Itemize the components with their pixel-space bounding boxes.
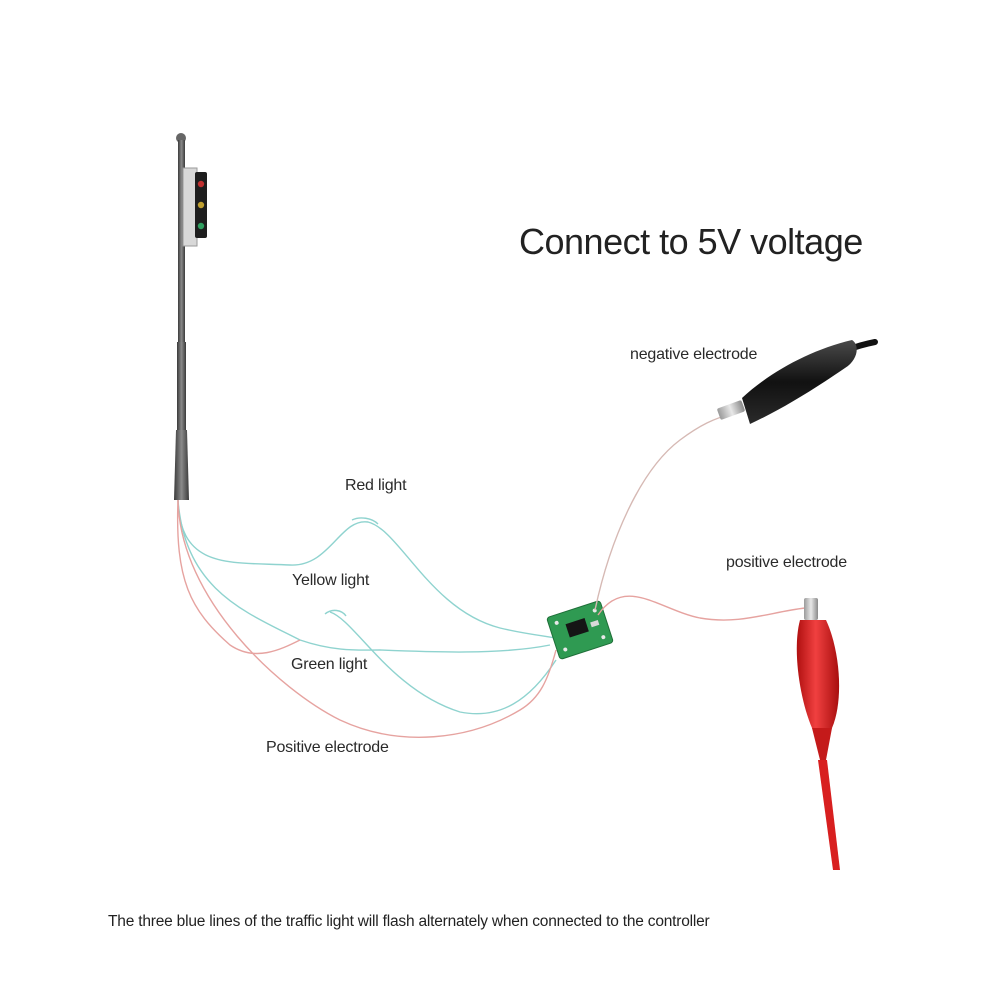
diagram-caption: The three blue lines of the traffic ligh…	[108, 913, 710, 930]
yellow-light-wire-tip	[324, 609, 347, 617]
traffic-light-wires	[176, 499, 557, 738]
traffic-light-model	[174, 133, 207, 500]
pole-middle	[177, 342, 186, 432]
negative-clip-body	[742, 340, 857, 424]
diagram-title: Connect to 5V voltage	[519, 221, 863, 262]
wire-to-positive	[597, 595, 806, 621]
signal-bracket	[182, 167, 198, 247]
negative-clip	[717, 339, 878, 424]
signal-yellow-lamp	[197, 201, 205, 209]
signal-red-lamp	[197, 180, 205, 188]
label-red-light: Red light	[345, 477, 407, 494]
positive-cable	[818, 760, 840, 870]
negative-clip-jaw	[717, 400, 745, 420]
pole-base	[174, 430, 189, 500]
positive-clip-jaw	[804, 598, 818, 620]
controller-chip	[565, 618, 589, 638]
red-wire-positive	[177, 499, 557, 738]
wire-to-negative	[594, 413, 733, 611]
red-wire-branch	[176, 499, 301, 655]
red-light-wire-tip	[351, 517, 379, 525]
blue-wire-yellow-light	[177, 499, 551, 653]
signal-green-lamp	[197, 222, 205, 230]
pole-upper	[178, 140, 185, 345]
label-green-light: Green light	[291, 656, 368, 673]
blue-wire-green-light	[329, 611, 557, 715]
label-positive-electrode-right: positive electrode	[726, 554, 847, 571]
positive-clip	[796, 598, 840, 870]
controller-board	[546, 600, 614, 660]
power-wires	[594, 413, 806, 621]
positive-clip-body	[796, 620, 840, 739]
label-negative-electrode: negative electrode	[630, 346, 758, 363]
label-positive-electrode-left: Positive electrode	[266, 739, 389, 756]
label-yellow-light: Yellow light	[292, 572, 370, 589]
blue-wire-red-light	[177, 499, 557, 639]
